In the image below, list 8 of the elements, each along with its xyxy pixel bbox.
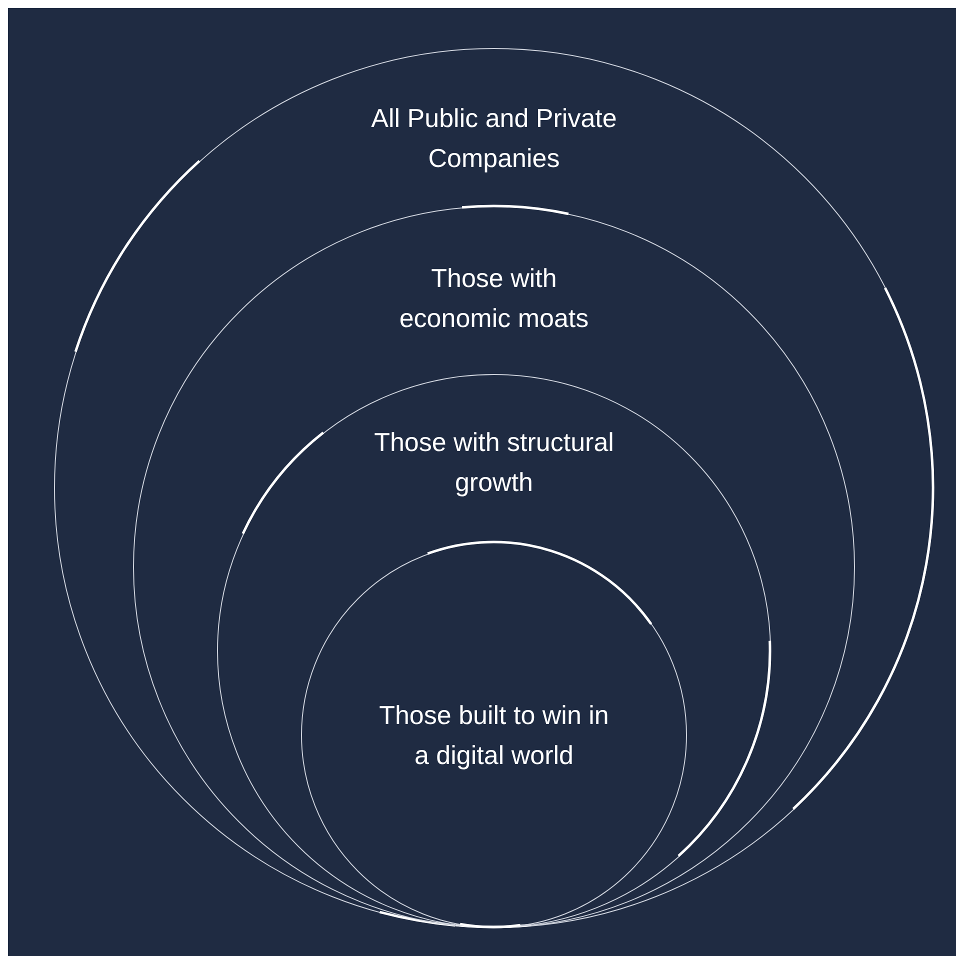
region-label: Those with structural growth bbox=[373, 426, 615, 499]
region-label: Those built to win in a digital world bbox=[378, 699, 610, 772]
nested-circle bbox=[301, 542, 687, 928]
region-label: Those with economic moats bbox=[398, 262, 590, 335]
nested-circle bbox=[54, 48, 934, 928]
region-label: All Public and Private Companies bbox=[370, 102, 618, 175]
nested-circle bbox=[217, 374, 771, 928]
nested-circle bbox=[133, 206, 855, 928]
